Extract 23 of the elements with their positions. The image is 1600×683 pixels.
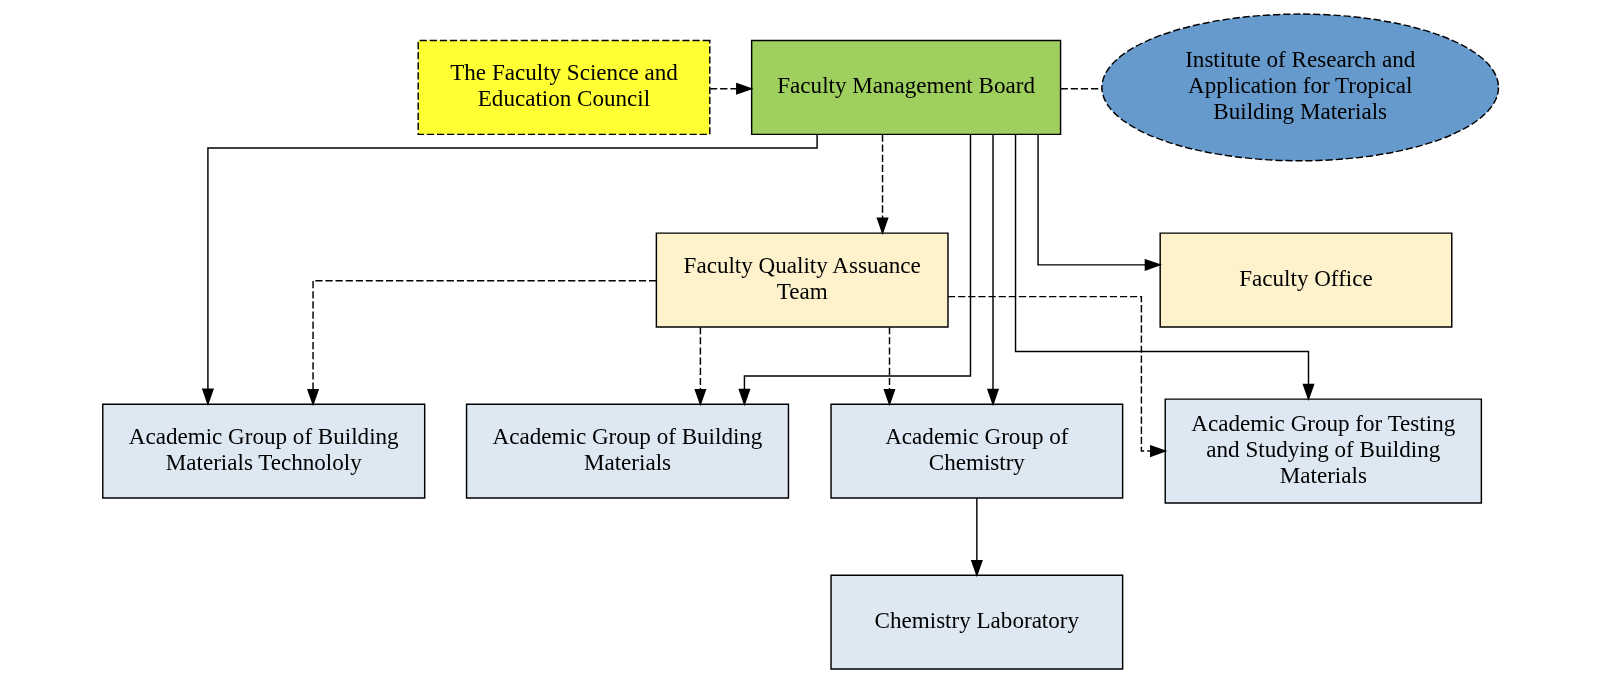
node-box: Faculty Management Board [750,39,1061,136]
node-ellipse: Institute of Research and Application for Tropical Building Materials [1100,13,1499,162]
arrow [1014,133,1315,402]
arrow [708,82,753,95]
node-box: Faculty Quality Assuance Team [655,232,949,328]
node-box: Academic Group for Testing and Studying of Building Materials [1164,398,1482,504]
arrow [875,133,889,235]
node-box: Academic Group of Chemistry [829,403,1123,499]
node-box: Academic Group of Building Materials Technololy [101,403,425,499]
arrow [882,326,896,407]
arrow [693,326,706,407]
arrow [1036,133,1162,271]
node-box: Faculty Office [1158,232,1452,328]
arrow [306,280,657,407]
node-box: Academic Group of Building Materials [465,403,789,499]
node-box: The Faculty Science and Education Council [416,39,710,136]
arrow [986,133,999,407]
arrow [737,133,971,407]
arrow [946,295,1167,458]
connector [1059,88,1103,90]
node-box: Chemistry Laboratory [829,574,1123,670]
arrow [970,497,983,578]
arrow [201,133,818,406]
